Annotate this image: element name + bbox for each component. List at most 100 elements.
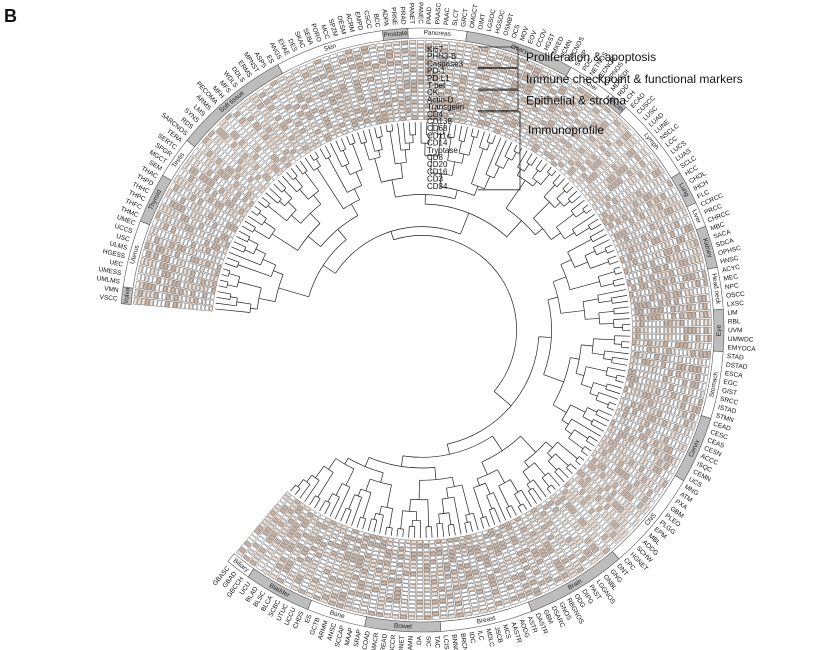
heatmap-cell — [441, 542, 448, 547]
heatmap-cell — [661, 382, 667, 390]
heatmap-cell — [377, 91, 384, 96]
heatmap-cell — [647, 308, 652, 315]
heatmap-cell — [399, 539, 406, 544]
heatmap-cell — [570, 96, 579, 104]
heatmap-cell — [447, 57, 455, 62]
heatmap-cell — [678, 243, 684, 252]
tree-branch — [513, 144, 518, 152]
heatmap-cell — [452, 581, 460, 586]
heatmap-cell — [687, 311, 692, 319]
heatmap-cell — [429, 551, 436, 556]
tree-branch — [479, 131, 485, 148]
heatmap-cell — [676, 319, 680, 327]
heatmap-cell — [635, 142, 643, 151]
heatmap-cell — [333, 585, 341, 592]
tree-branch — [548, 460, 557, 471]
heatmap-cell — [630, 388, 636, 395]
tree-branch — [328, 458, 337, 470]
heatmap-cell — [655, 467, 663, 476]
tree-branch — [582, 204, 589, 210]
heatmap-cell — [369, 562, 377, 568]
leaf-label: PRNE — [389, 7, 398, 26]
heatmap-cell — [647, 340, 652, 347]
heatmap-cell — [403, 80, 411, 85]
heatmap-cell — [409, 583, 416, 588]
heatmap-cell — [368, 607, 376, 612]
tree-branch — [471, 148, 484, 184]
heatmap-cell — [697, 382, 703, 390]
leaf-label: READ — [380, 633, 389, 650]
heatmap-cell — [373, 104, 380, 109]
heatmap-cell — [549, 70, 558, 77]
heatmap-cell — [479, 87, 487, 93]
tree-branch — [453, 124, 457, 138]
heatmap-cell — [185, 302, 190, 310]
heatmap-cell — [438, 591, 446, 596]
heatmap-cell — [668, 327, 672, 334]
heatmap-cell — [664, 327, 668, 334]
heatmap-cell — [395, 578, 402, 583]
tree-branch — [251, 210, 258, 216]
heatmap-cell — [233, 110, 241, 119]
tree-branch — [524, 163, 530, 172]
heatmap-cell — [176, 177, 184, 186]
heatmap-cell — [394, 61, 402, 66]
heatmap-cell — [363, 118, 370, 124]
heatmap-cell — [694, 271, 700, 280]
heatmap-cell — [172, 279, 177, 287]
heatmap-cell — [589, 110, 598, 118]
leaf-label: ILC — [476, 630, 485, 642]
heatmap-cell — [643, 166, 651, 174]
heatmap-cell — [648, 327, 652, 334]
heatmap-cell — [636, 321, 640, 328]
heatmap-cell — [385, 553, 392, 558]
heatmap-cell — [700, 262, 706, 270]
heatmap-cell — [384, 557, 391, 562]
heatmap-cell — [149, 251, 155, 260]
heatmap-cell — [704, 286, 710, 294]
heatmap-cell — [383, 90, 391, 95]
heatmap-cell — [351, 76, 360, 82]
heatmap-cell — [527, 575, 536, 582]
tree-branch — [380, 472, 384, 483]
heatmap-ring — [173, 80, 672, 580]
heatmap-cell — [676, 425, 683, 434]
tree-branch — [378, 150, 381, 158]
heatmap-cell — [468, 590, 477, 596]
tree-branch — [510, 505, 517, 516]
tree-branch — [476, 478, 480, 486]
heatmap-cell — [410, 68, 417, 73]
heatmap-cell — [695, 311, 700, 319]
heatmap-cell — [222, 143, 230, 152]
heatmap-cell — [393, 542, 399, 547]
heatmap-cell — [446, 598, 454, 603]
heatmap-cell — [636, 257, 642, 265]
heatmap-cell — [666, 376, 672, 384]
heatmap-cell — [641, 276, 647, 283]
heatmap-cell — [203, 286, 209, 293]
heatmap-cell — [657, 165, 665, 174]
heatmap-cell — [676, 327, 680, 334]
tree-branch — [315, 158, 321, 167]
heatmap-cell — [353, 125, 360, 131]
heatmap-cell — [702, 350, 708, 359]
heatmap-cell — [606, 527, 615, 536]
heatmap-cell — [639, 283, 645, 290]
tree-branch — [290, 168, 298, 177]
heatmap-cell — [460, 584, 468, 589]
leaf-label: TAC — [433, 635, 441, 648]
heatmap-cell — [204, 280, 210, 287]
heatmap-cell — [260, 94, 269, 102]
heatmap-cell — [417, 44, 425, 48]
tree-branch — [446, 488, 449, 499]
tree-branch — [598, 300, 612, 304]
heatmap-cell — [311, 577, 320, 584]
heatmap-cell — [453, 541, 460, 546]
heatmap-cell — [305, 591, 314, 599]
heatmap-cell — [671, 195, 678, 204]
heatmap-cell — [318, 580, 327, 587]
heatmap-cell — [652, 287, 657, 294]
tree-branch — [365, 478, 371, 492]
heatmap-cell — [253, 553, 262, 561]
heatmap-cell — [149, 225, 155, 234]
